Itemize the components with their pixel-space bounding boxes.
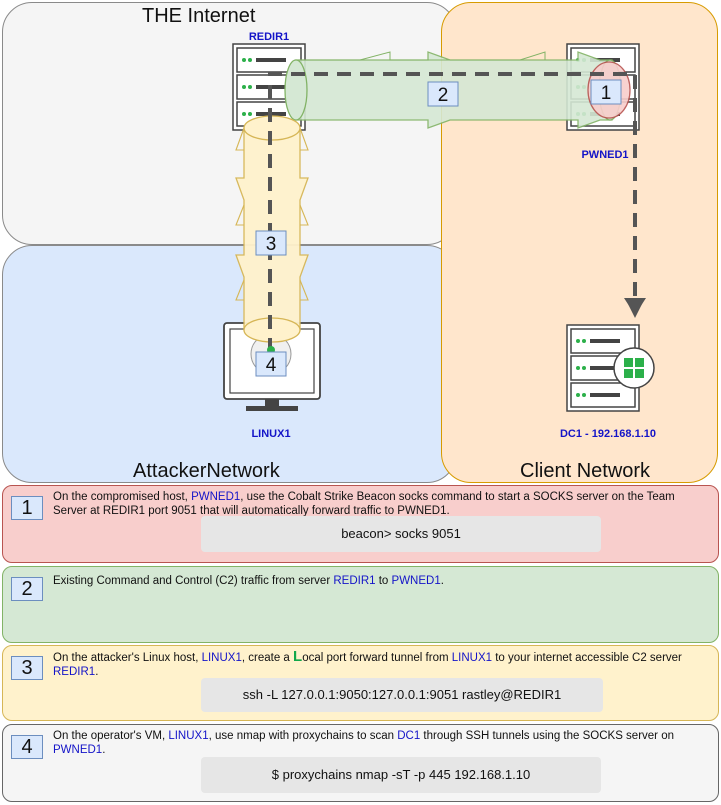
step-3-panel: 3 On the attacker's Linux host, LINUX1, … (2, 645, 719, 721)
step-text: to (375, 575, 392, 587)
svg-text:2: 2 (438, 85, 449, 106)
step-text: ocal port forward tunnel from (302, 652, 452, 664)
step-text: Existing Command and Control (C2) traffi… (53, 575, 334, 587)
command-box: ssh -L 127.0.0.1:9050:127.0.0.1:9051 ras… (201, 678, 603, 712)
step-text: On the operator's VM, (53, 730, 169, 742)
step-emphasis-letter: L (293, 648, 303, 665)
step-host-highlight: DC1 (397, 730, 421, 742)
host-label-dc1: DC1 - 192.168.1.10 (560, 428, 656, 440)
step-text: . (102, 744, 106, 756)
step-text: , create a (241, 652, 294, 664)
diagram-number-1: 1 (590, 79, 622, 105)
step-4-panel: 4 On the operator's VM, LINUX1, use nmap… (2, 724, 719, 802)
step-number: 4 (11, 735, 43, 759)
diagram-number-2: 2 (427, 81, 459, 107)
step-description: On the operator's VM, LINUX1, use nmap w… (53, 729, 708, 757)
zone-title-internet: THE Internet (142, 5, 256, 27)
svg-text:1: 1 (601, 83, 612, 104)
step-2-panel: 2 Existing Command and Control (C2) traf… (2, 566, 719, 643)
windows-icon (613, 347, 655, 389)
network-diagram: 1 2 3 4 REDIR1 PWNED1 LINUX1 DC1 - 192.1… (223, 31, 656, 440)
svg-text:4: 4 (266, 355, 277, 376)
step-text: to your internet accessible C2 server (492, 652, 682, 664)
step-text: On the compromised host, (53, 491, 192, 503)
step-host-highlight: LINUX1 (201, 652, 242, 664)
step-text: through SSH tunnels using the SOCKS serv… (420, 730, 674, 742)
svg-text:3: 3 (266, 234, 277, 255)
zone-title-client: Client Network (520, 460, 651, 482)
step-text: , use nmap with proxychains to scan (208, 730, 398, 742)
step-number: 1 (11, 496, 43, 520)
command-box: $ proxychains nmap -sT -p 445 192.168.1.… (201, 757, 601, 793)
step-text: , use the Cobalt Strike Beacon socks com… (53, 491, 675, 517)
step-text: . (95, 666, 99, 678)
step-text: . (440, 575, 444, 587)
diagram-number-3: 3 (255, 230, 287, 256)
step-host-highlight: LINUX1 (451, 652, 493, 664)
step-host-highlight: PWNED1 (191, 491, 241, 503)
step-host-highlight: PWNED1 (391, 575, 441, 587)
step-number: 2 (11, 577, 43, 601)
step-host-highlight: PWNED1 (53, 744, 103, 756)
step-number: 3 (11, 656, 43, 680)
step-description: On the attacker's Linux host, LINUX1, cr… (53, 648, 708, 679)
step-host-highlight: LINUX1 (168, 730, 209, 742)
step-host-highlight: REDIR1 (333, 575, 376, 587)
step-text: On the attacker's Linux host, (53, 652, 202, 664)
zone-internet (2, 2, 457, 245)
diagram-number-4: 4 (255, 351, 287, 377)
host-label-pwned1: PWNED1 (581, 149, 628, 161)
step-1-panel: 1 On the compromised host, PWNED1, use t… (2, 485, 719, 563)
command-box: beacon> socks 9051 (201, 516, 601, 552)
step-description: On the compromised host, PWNED1, use the… (53, 490, 708, 518)
zone-title-attacker: AttackerNetwork (133, 460, 280, 482)
host-label-redir1: REDIR1 (249, 31, 289, 43)
step-description: Existing Command and Control (C2) traffi… (53, 574, 708, 588)
arrow-down-icon (624, 298, 646, 315)
step-host-highlight: REDIR1 (53, 666, 96, 678)
host-label-linux1: LINUX1 (251, 428, 290, 440)
